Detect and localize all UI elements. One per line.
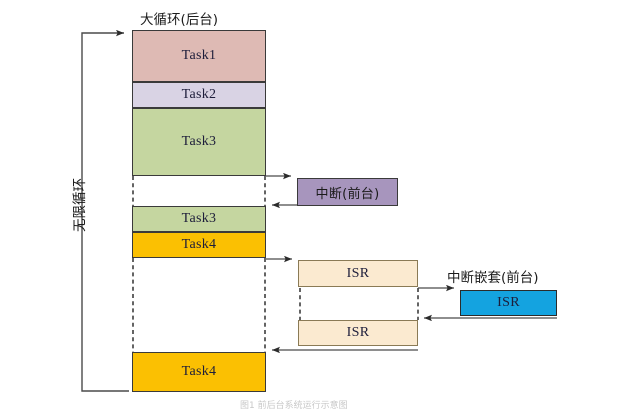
task-block-label: Task4 — [181, 237, 217, 252]
task-block-label: Task3 — [181, 134, 217, 149]
task-block-label: Task1 — [181, 48, 217, 63]
interrupt-block[interactable]: 中断(前台) — [297, 178, 398, 206]
isr-block-label: ISR — [346, 265, 370, 281]
background-timeline-guides — [132, 176, 266, 352]
task-block-task4-lower[interactable]: Task4 — [132, 352, 266, 392]
task-block-task3-lower[interactable]: Task3 — [132, 206, 266, 232]
isr-block-nested[interactable]: ISR — [460, 290, 557, 316]
task-block-label: Task3 — [181, 211, 217, 226]
isr-timeline-guides — [299, 288, 419, 320]
isr-block-second[interactable]: ISR — [298, 320, 418, 346]
task-block-label: Task4 — [181, 364, 217, 379]
interrupt-block-label: 中断(前台) — [315, 186, 380, 202]
task-block-task3-upper[interactable]: Task3 — [132, 108, 266, 176]
main-loop-title: 大循环(后台) — [140, 12, 219, 28]
task-block-label: Task2 — [181, 87, 217, 102]
infinite-loop-arrow — [81, 29, 129, 392]
task-block-task2[interactable]: Task2 — [132, 82, 266, 108]
task-block-task1[interactable]: Task1 — [132, 30, 266, 82]
task-block-task4-upper[interactable]: Task4 — [132, 232, 266, 258]
infinite-loop-label: 无限循环 — [72, 178, 88, 232]
isr-block-first[interactable]: ISR — [298, 260, 418, 287]
isr-block-label: ISR — [346, 325, 370, 340]
isr-block-label: ISR — [497, 295, 520, 310]
nested-interrupt-title: 中断嵌套(前台) — [447, 270, 539, 286]
